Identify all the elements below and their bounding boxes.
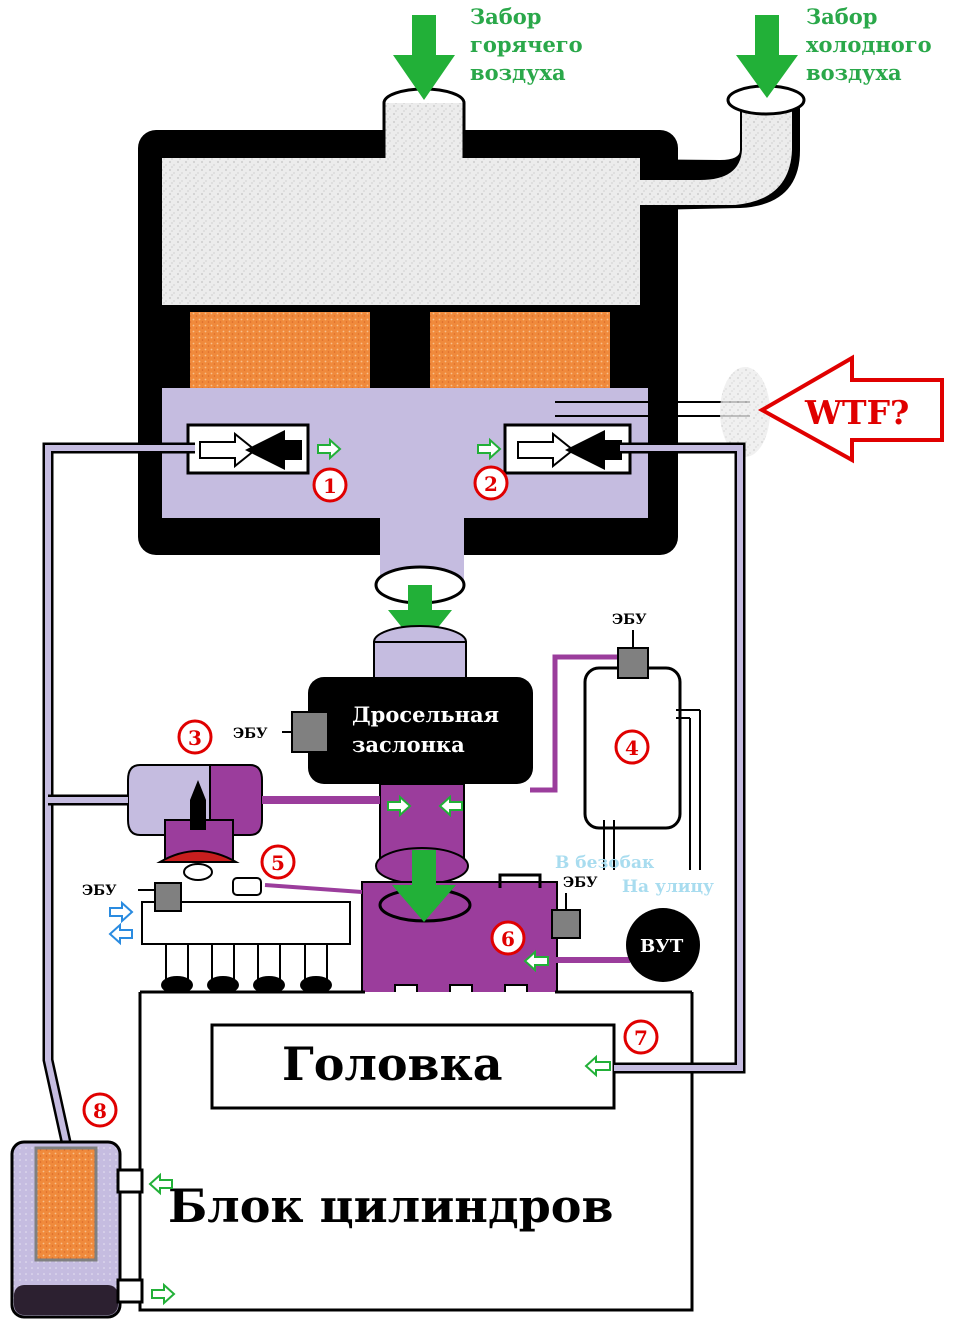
marker-5 [260,844,296,880]
air-filter-housing [138,84,806,605]
marker-6 [490,920,526,956]
valve-2 [477,423,632,475]
throttle-sensor [291,711,329,753]
dirty-air-chamber-main [162,158,628,305]
canister-ecu-label: ЭБУ [612,612,647,628]
hot-air-label: Забор горячего воздуха [470,4,590,85]
valve-1 [186,423,342,475]
svg-text:4: 4 [625,736,639,760]
head-label: Головка [282,1037,503,1091]
cylinder-head [210,1023,616,1110]
throttle-body: Дросельная заслонка ЭБУ [233,625,533,784]
svg-text:8: 8 [93,1099,107,1123]
marker-3 [177,719,213,755]
to-outside-label: На улицу [622,877,714,897]
brake-booster-label: ВУТ [640,936,684,957]
vent-hose-right [614,445,743,1071]
svg-text:3: 3 [188,726,202,750]
filter-element-left [190,312,370,395]
fuel-pressure-sensor [154,882,182,912]
throttle-housing [308,677,533,784]
valve-1-flow-arrow [317,437,342,461]
fuel-rail-5: ЭБУ [82,877,363,994]
svg-text:7: 7 [634,1026,648,1050]
leak-cloud [720,367,770,457]
marker-4 [614,729,650,765]
filter-element-right [430,312,610,395]
wtf-label: WTF? [804,393,909,432]
map-sensor [551,909,581,939]
oil-separator-8 [10,1140,144,1319]
intake-manifold: ЭБУ [361,783,598,1006]
hot-air-intake-arrow [393,15,455,100]
valve-2-flow-arrow [477,437,502,461]
rail-ecu-label: ЭБУ [82,883,117,899]
marker-8 [82,1092,118,1128]
hot-air-inlet-neck [384,103,464,160]
marker-7 [623,1019,659,1055]
svg-text:6: 6 [501,927,515,951]
engine-block: Головка Блок цилиндров [138,990,694,1312]
idle-valve-3 [127,764,380,881]
throttle-flow-arrow [388,585,452,650]
brake-booster [626,908,700,982]
to-tank-label: В безобак [555,853,655,873]
canister-4: ЭБУ В безобак На улицу [530,612,714,897]
number-markers: 1 2 3 4 5 6 7 8 [82,465,659,1128]
svg-text:1: 1 [323,474,337,498]
cold-air-intake-arrow [736,15,798,98]
marker-2 [473,465,509,501]
svg-text:5: 5 [271,851,285,875]
injectors [161,943,332,994]
marker-1 [312,467,348,503]
throttle-ecu-label: ЭБУ [233,726,268,742]
map-ecu-label: ЭБУ [563,875,598,891]
svg-text:2: 2 [484,472,498,496]
canister-valve [617,647,649,679]
wtf-callout: WTF? [757,354,944,464]
cold-air-label: Забор холодного воздуха [806,4,939,85]
throttle-label: Дросельная заслонка [352,702,506,757]
plenum-flow-arrow [392,850,456,922]
block-label: Блок цилиндров [168,1179,613,1233]
vent-hose-left [45,445,195,1161]
